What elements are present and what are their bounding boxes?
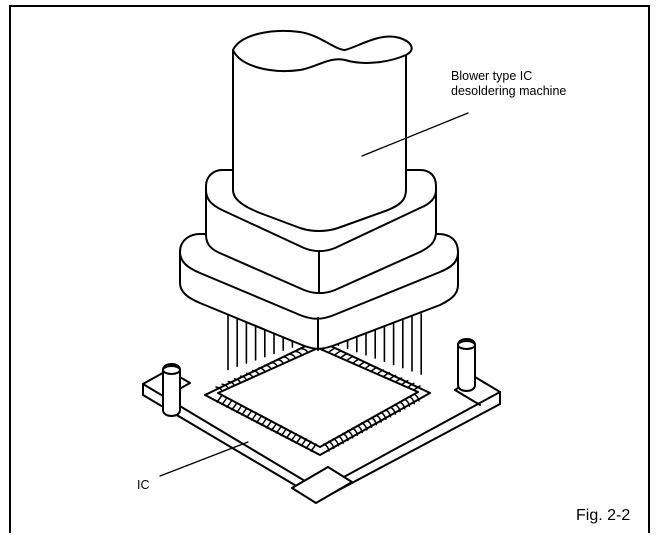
figure-caption: Fig. 2-2 — [576, 507, 631, 524]
ic-lead — [413, 393, 420, 402]
ic-lead — [265, 420, 273, 429]
ic-lead — [258, 367, 266, 373]
machine-label-line2: desoldering machine — [451, 84, 567, 98]
ic-lead — [351, 427, 359, 436]
ic-lead — [351, 358, 360, 365]
ic-lead — [239, 375, 248, 381]
ic-lead — [233, 378, 242, 384]
ic-lead — [361, 422, 368, 431]
ic-lead — [275, 425, 283, 434]
ic-lead — [384, 409, 392, 418]
ic-lead — [389, 406, 397, 415]
ic-lead — [245, 409, 253, 419]
ic-lead — [231, 401, 238, 411]
blower-cylinder — [232, 29, 413, 232]
ic-lead — [240, 407, 248, 416]
ic-lead — [215, 386, 223, 392]
ic-lead — [280, 427, 288, 437]
ic-lead — [413, 385, 421, 391]
ic-lead — [364, 363, 372, 370]
ic-lead — [399, 401, 406, 410]
left-clamp — [162, 363, 181, 417]
ic-lead — [394, 403, 401, 413]
ic-lead — [358, 361, 366, 367]
ic-lead — [252, 369, 260, 376]
ic-lead — [300, 438, 307, 447]
machine-label: Blower type IC desoldering machine — [451, 69, 566, 99]
ic-lead — [356, 424, 363, 434]
ic-label: IC — [137, 478, 150, 492]
ic-lead — [370, 366, 378, 373]
ic-lead — [216, 394, 223, 403]
ic-lead — [327, 440, 335, 450]
ic-lead — [245, 372, 254, 379]
ic-lead — [375, 414, 382, 423]
ic-lead — [285, 430, 293, 439]
ic-lead — [276, 358, 285, 365]
ic-lead — [327, 347, 335, 354]
ic-lead — [264, 364, 272, 370]
ic-lead — [388, 374, 397, 381]
ic-lead — [305, 440, 312, 450]
ic-lead — [221, 383, 229, 390]
ic-lead — [337, 435, 344, 444]
ic-lead — [270, 361, 278, 368]
ic-lead — [236, 404, 243, 414]
machine-leader-line — [361, 112, 469, 157]
ic-lead — [255, 414, 263, 424]
ic-lead — [403, 398, 411, 408]
ic-lead — [346, 430, 354, 439]
ic-lead — [260, 417, 268, 426]
ic-lead — [370, 416, 378, 426]
ic-lead — [270, 422, 278, 432]
ic-leads — [215, 345, 421, 452]
ic-lead — [282, 356, 291, 362]
ic-lead — [310, 443, 317, 452]
ic-lead — [345, 355, 354, 362]
ic-lead — [376, 369, 384, 375]
ic-leader-line — [159, 441, 249, 477]
ic-lead — [227, 380, 236, 387]
ic-lead — [333, 350, 342, 357]
ic-lead — [365, 419, 373, 429]
ic-lead — [250, 412, 258, 421]
ic-lead — [408, 395, 416, 405]
ic-lead — [332, 437, 340, 447]
ic-lead — [301, 347, 309, 354]
figure-frame — [9, 5, 650, 533]
ic-lead — [288, 353, 297, 359]
ic-chip — [204, 339, 431, 456]
ic-lead — [221, 396, 228, 406]
ic-lead — [407, 382, 415, 389]
ic-lead — [294, 350, 303, 357]
right-clamp — [457, 338, 476, 392]
ic-lead — [380, 411, 387, 421]
ic-lead — [394, 377, 403, 383]
ic-lead — [400, 379, 409, 386]
ic-lead — [342, 432, 349, 442]
ic-lead — [290, 432, 297, 442]
ic-lead — [339, 353, 348, 359]
ic-lead — [323, 443, 330, 452]
ic-lead — [226, 399, 233, 408]
ic-lead — [295, 435, 302, 445]
machine-label-line1: Blower type IC — [451, 69, 533, 83]
ic-lead — [382, 371, 391, 378]
